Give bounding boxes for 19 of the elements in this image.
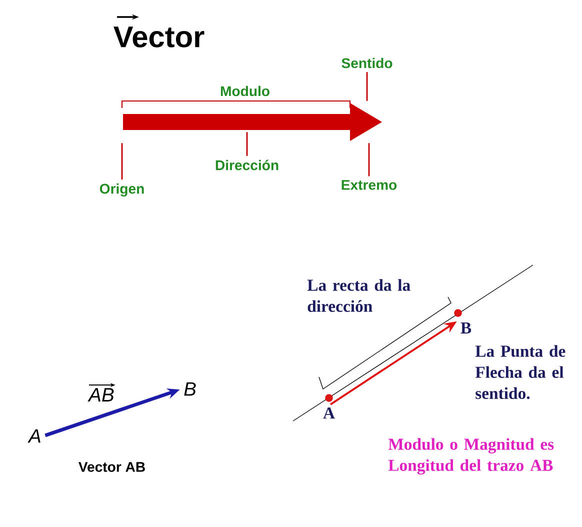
point-label: B	[460, 322, 472, 334]
leader-line	[366, 72, 368, 101]
leader-line	[121, 143, 123, 180]
part-label: Sentido	[342, 58, 392, 68]
edge-label: AB	[88, 388, 114, 402]
title: Vector	[114, 26, 204, 48]
block-arrow	[123, 103, 382, 141]
point-label: A	[28, 429, 40, 443]
annotation: La recta da la dirección	[307, 279, 410, 312]
annotation: Modulo o Magnitud es Longitud del trazo AB	[388, 438, 554, 474]
point-label: B	[184, 382, 196, 396]
caption: Vector AB	[78, 462, 145, 472]
leader-line	[246, 132, 248, 156]
annotation: La Punta de Flecha da el sentido.	[475, 345, 566, 400]
leader-line	[368, 143, 370, 176]
part-label: Origen	[100, 183, 144, 197]
part-label: Extremo	[342, 180, 397, 190]
point-label: A	[323, 408, 335, 419]
part-label: Dirección	[216, 160, 278, 170]
